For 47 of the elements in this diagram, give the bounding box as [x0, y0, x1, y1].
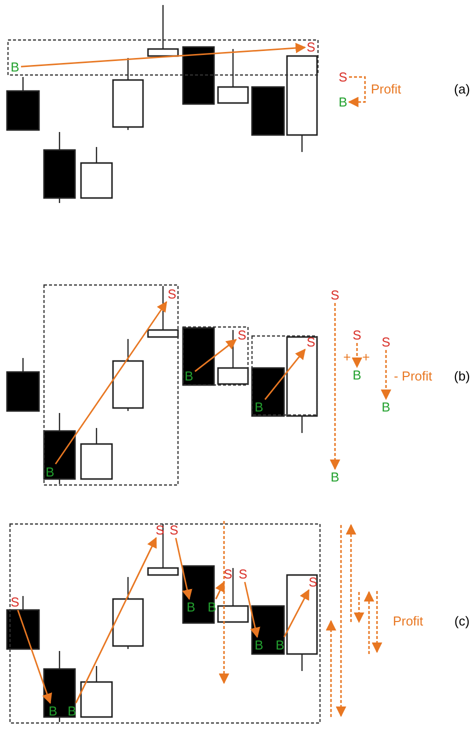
trade-marker: B	[68, 704, 76, 718]
trade-marker: B	[330, 470, 340, 484]
trade-marker: S	[238, 568, 248, 580]
trade-marker: B	[338, 96, 348, 108]
arrow	[330, 303, 340, 470]
trade-marker: S	[352, 328, 362, 342]
trade-marker: B	[10, 60, 20, 74]
trade-marker: S	[10, 596, 20, 608]
arrow	[54, 301, 168, 464]
arrow	[17, 610, 52, 704]
trade-marker: S	[382, 336, 390, 348]
arrow	[175, 538, 192, 600]
trade-marker: S	[170, 524, 178, 536]
annotation-text: - Profit	[394, 370, 432, 382]
trade-marker: B	[186, 600, 196, 614]
trade-marker: S	[330, 288, 340, 302]
arrow	[264, 348, 306, 400]
trade-marker: S	[306, 336, 316, 348]
trade-marker: S	[224, 568, 232, 580]
trade-marker: B	[48, 704, 58, 718]
annotation-text: Profit	[392, 614, 424, 628]
arrow	[380, 350, 392, 400]
panel-label: (b)	[454, 370, 470, 382]
arrow	[194, 338, 237, 372]
annotation-text: +	[343, 350, 351, 364]
trade-marker: S	[338, 70, 348, 84]
trade-marker: S	[238, 328, 246, 342]
arrow	[244, 582, 260, 638]
trade-marker: B	[184, 370, 194, 382]
panel-label: (c)	[454, 614, 470, 628]
arrow	[348, 76, 366, 108]
trade-marker: B	[46, 466, 54, 478]
trade-marker: S	[306, 40, 316, 54]
trade-marker: B	[352, 368, 362, 382]
annotation-text: Profit	[370, 82, 402, 96]
arrow	[20, 42, 306, 68]
trade-marker: B	[382, 400, 390, 414]
arrow	[352, 343, 362, 368]
arrow	[75, 537, 157, 704]
arrow	[215, 581, 225, 600]
trade-marker: B	[254, 400, 264, 414]
panel-label: (a)	[454, 82, 470, 96]
arrow	[284, 589, 310, 638]
annotation-text: +	[362, 350, 370, 364]
trade-marker: B	[276, 638, 284, 652]
trade-marker: B	[254, 638, 264, 652]
trade-marker: S	[168, 288, 176, 300]
